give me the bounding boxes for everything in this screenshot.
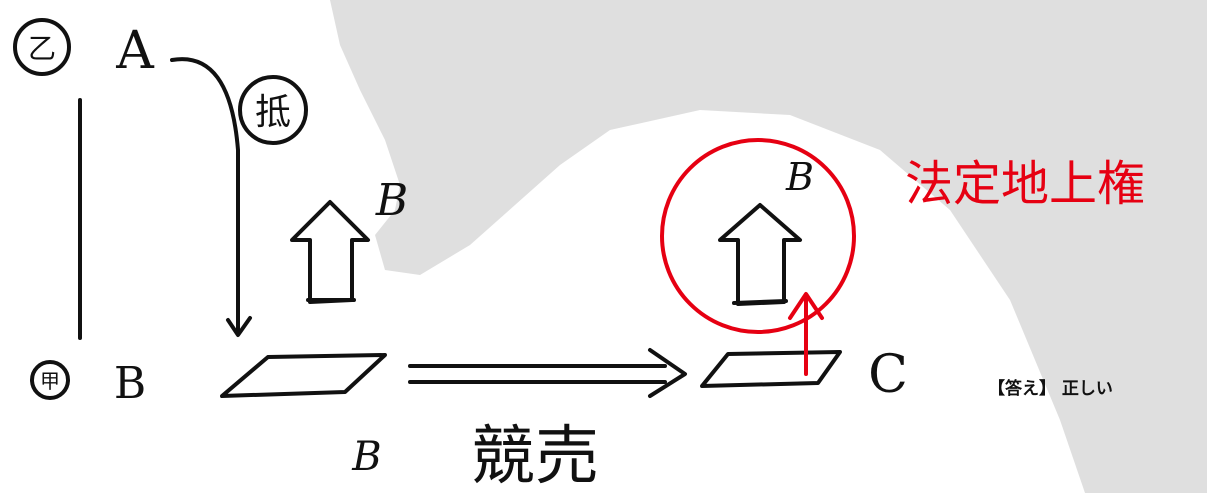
role-circle-top bbox=[13, 18, 71, 76]
highlight-circle bbox=[660, 138, 856, 334]
right-house-icon bbox=[718, 203, 802, 306]
answer-text: 【答え】 正しい bbox=[988, 374, 1113, 399]
left-land-owner: B bbox=[351, 434, 381, 480]
left-building-owner: B bbox=[375, 175, 408, 226]
mortgage-arrow-head bbox=[226, 316, 252, 337]
top-role-label: 乙 bbox=[28, 32, 56, 65]
right-house-base bbox=[732, 299, 788, 305]
mortgage-circle bbox=[238, 75, 308, 145]
right-land-owner: C bbox=[868, 345, 908, 405]
answer-prefix: 【答え】 bbox=[988, 379, 1056, 399]
bottom-party-name: B bbox=[114, 358, 146, 409]
mortgage-arrow bbox=[170, 57, 240, 332]
role-circle-bottom bbox=[30, 360, 70, 400]
top-party-name: A bbox=[115, 21, 155, 81]
mortgage-label: 抵 bbox=[255, 92, 291, 133]
legal-superficies-note: 法定地上権 bbox=[905, 156, 1145, 212]
bottom-role-label: 甲 bbox=[40, 369, 60, 393]
left-land-icon bbox=[220, 353, 387, 398]
right-land-icon bbox=[700, 350, 842, 388]
right-up-arrow-head bbox=[788, 292, 824, 320]
left-house-icon bbox=[290, 200, 370, 304]
auction-label: 競売 bbox=[471, 420, 599, 493]
auction-arrow-head bbox=[648, 348, 687, 398]
watermark-shape bbox=[330, 0, 1207, 493]
right-building-owner: B bbox=[785, 155, 814, 199]
answer-value: 正しい bbox=[1061, 379, 1113, 399]
